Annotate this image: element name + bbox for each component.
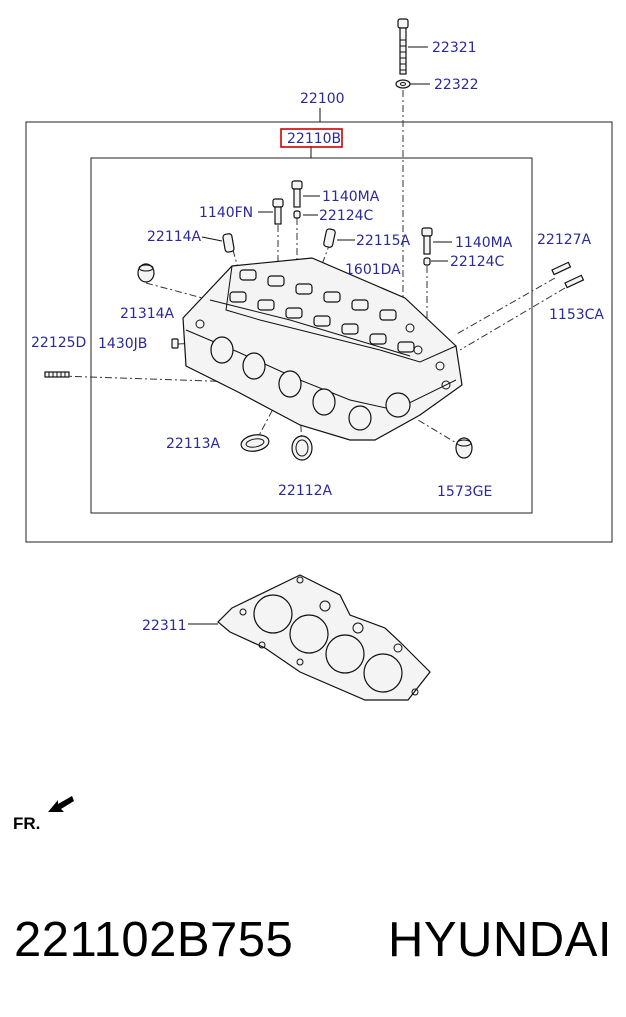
bolt-1140ma-b — [421, 227, 433, 255]
part-label: 22113A — [166, 436, 221, 452]
bolt-1140ma-a — [291, 180, 303, 208]
highlight-box — [280, 128, 343, 148]
stud-22125d — [44, 371, 70, 378]
part-label: 21314A — [120, 306, 175, 322]
sleeve-22124c-b — [423, 257, 431, 266]
part-label: 22322 — [434, 77, 479, 93]
fr-marker: FR. — [13, 814, 40, 833]
part-label: 1601DA — [345, 262, 401, 278]
stud-1153ca — [564, 274, 585, 289]
label-22110b: 22110B — [287, 131, 341, 147]
brand-name: HYUNDAI — [387, 913, 612, 967]
label-22100: 22100 — [300, 91, 345, 107]
front-arrow-icon — [48, 796, 74, 812]
seal-22113a — [240, 434, 270, 452]
part-label: 22112A — [278, 483, 333, 499]
dowel-22114a — [222, 233, 235, 253]
part-label: 22114A — [147, 229, 202, 245]
sleeve-22124c-a — [293, 210, 301, 219]
part-label: 22125D — [31, 335, 86, 351]
part-label: 22115A — [356, 233, 411, 249]
plug-1430jb — [171, 338, 179, 349]
part-label: 1140FN — [199, 205, 253, 221]
washer-22322 — [395, 79, 411, 89]
cylinder-head — [182, 257, 463, 441]
bolt-22321 — [397, 18, 409, 75]
part-label: 1140MA — [455, 235, 513, 251]
part-label: 1140MA — [322, 189, 380, 205]
part-label: 22311 — [142, 618, 187, 634]
bolt-1140fn — [272, 198, 284, 225]
part-label: 22124C — [319, 208, 374, 224]
caption-bar: 221102B755 HYUNDAI — [0, 905, 626, 975]
stud-22127a — [551, 261, 572, 276]
seal-22112a — [291, 435, 313, 461]
head-gasket-22311 — [217, 574, 431, 701]
cap-1573ge — [455, 437, 473, 459]
cap-21314a — [137, 263, 155, 283]
part-label: 1153CA — [549, 307, 604, 323]
part-label: 1430JB — [98, 336, 147, 352]
dowel-22115a — [323, 228, 336, 248]
part-label: 22127A — [537, 232, 592, 248]
outer-frame — [25, 121, 613, 543]
part-label: 22321 — [432, 40, 477, 56]
part-number: 221102B755 — [14, 913, 294, 967]
part-label: 1573GE — [437, 484, 492, 500]
part-label: 22124C — [450, 254, 505, 270]
